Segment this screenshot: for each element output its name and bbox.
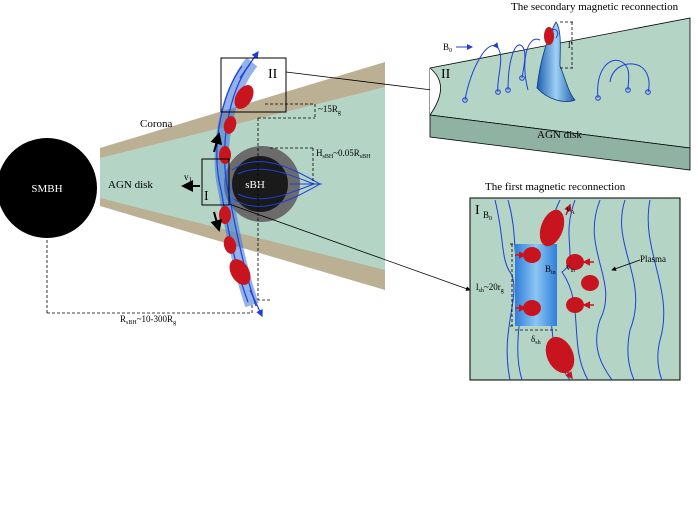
secondary-title: The secondary magnetic reconnection [511, 1, 679, 13]
first-plasmoids [523, 209, 599, 374]
secondary-plasmoid [544, 27, 554, 45]
secondary-disk-notch [429, 67, 441, 116]
secondary-field-footpoints [462, 75, 651, 103]
dimension-lines [46, 103, 316, 314]
jet-arrow-top [239, 51, 259, 79]
outflow-arrow-down [210, 211, 223, 232]
first-dimension [510, 243, 557, 331]
region-2-box [220, 57, 287, 113]
secondary-dimension [560, 21, 575, 69]
corona-label: Corona [140, 118, 173, 130]
first-title: The first magnetic reconnection [485, 181, 626, 193]
smbh-circle [0, 138, 97, 238]
first-b0-label: B0 [483, 210, 492, 222]
secondary-reconnection-panel: II AGN disk l' B0 [429, 17, 691, 171]
secondary-b0-label: B0 [443, 42, 452, 54]
secondary-region-label: II [441, 67, 451, 82]
secondary-field-loops [464, 38, 650, 101]
jet-arrow-bottom [249, 289, 263, 318]
first-reconnection-panel: I lsh~20rg δsh [469, 197, 681, 381]
secondary-l-label: l' [568, 40, 573, 50]
first-bin-label: Bin [545, 264, 556, 276]
first-vin-label: vin [566, 262, 575, 274]
leader-line-region-2 [285, 71, 433, 91]
velocity-label: v1 [184, 172, 193, 184]
sbh-label: sBH [245, 179, 265, 191]
delta-label: δsh [531, 334, 541, 346]
outflow-arrow-up [210, 132, 223, 153]
secondary-disk-front [429, 114, 691, 171]
leader-line-region-1 [228, 203, 471, 291]
secondary-disk-label: AGN disk [537, 129, 582, 141]
plasma-arrow [611, 259, 641, 271]
tube-field-line [551, 29, 559, 39]
first-panel-box [469, 197, 681, 381]
sbh-field-loops [231, 161, 322, 207]
region-1-label: I [204, 189, 209, 204]
scale-h-sbh: HsBH~0.05RsBH [316, 148, 371, 160]
first-va-label: vA [566, 204, 576, 216]
scale-15rg: ~15Rg [318, 104, 341, 116]
region-2-label: II [268, 67, 278, 82]
region-1-box [201, 158, 230, 206]
plasma-label: Plasma [640, 254, 666, 264]
lsh-label: lsh~20rg [476, 282, 504, 294]
agn-disk-label: AGN disk [108, 179, 153, 191]
first-region-label: I [475, 203, 480, 218]
smbh-label: SMBH [31, 183, 62, 195]
first-inflow-arrows [515, 203, 594, 380]
scale-r-sbh: RsBH~10-300Rg [120, 314, 176, 326]
sbh-circle [232, 156, 288, 212]
